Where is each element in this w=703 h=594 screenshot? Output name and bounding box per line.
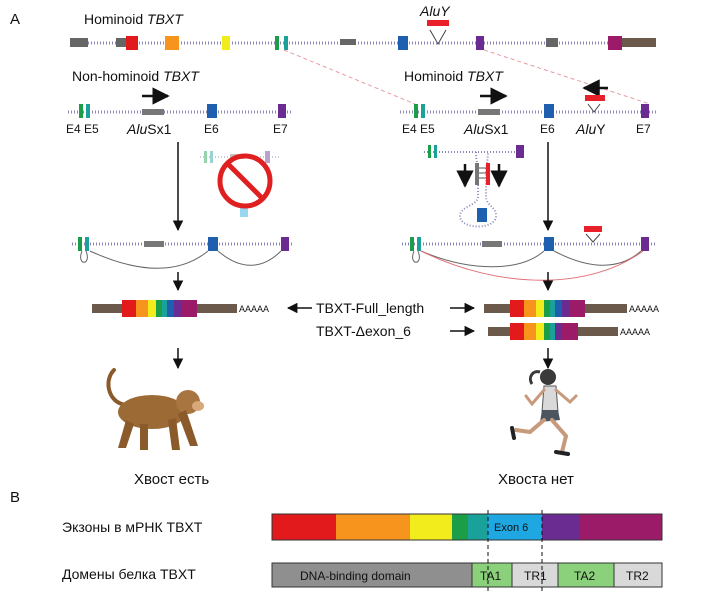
left-e6-label: E6 [204,122,219,136]
top-gene-track [70,36,656,50]
exon-bar [271,513,663,541]
domains-row-label: Домены белка TBXT [62,566,196,582]
monkey-illustration [106,368,204,450]
panel-a-label: A [10,11,20,28]
runner-illustration [510,369,578,456]
right-mrna-full [484,300,627,317]
panel-b-label: B [10,489,20,506]
right-e7-label: E7 [636,122,651,136]
outcome-left: Хвост есть [134,471,209,488]
domain-tr2: TR2 [626,569,649,583]
aluy-top-label: AluY [419,3,451,19]
left-gene-track [68,104,292,118]
right-e6-label: E6 [540,122,555,136]
left-e5-label: E5 [84,122,99,136]
prohibition-icon [217,153,273,209]
alu-pairing-hairpin [424,145,526,228]
right-gene-track [400,104,656,118]
left-e4-label: E4 [66,122,81,136]
domain-bar [271,562,663,588]
aluy-top-marker [427,20,449,26]
left-alusx1-label: AluSx1 [126,121,172,137]
right-title: Hominoid TBXT [404,68,504,84]
aluy-insertion-right [587,103,601,113]
left-polya: AAAAA [239,304,269,314]
exons-row-label: Экзоны в мРНК TBXT [62,519,203,535]
isoform-full-label: TBXT-Full_length [316,300,424,316]
left-mrna-full [92,300,237,317]
right-mrna-delta-exon6 [488,323,618,340]
right-e5-label: E5 [420,122,435,136]
right-alusx1-label: AluSx1 [463,121,509,137]
right-polya-delta: AAAAA [620,327,650,337]
outcome-right: Хвоста нет [498,471,574,488]
domain-tr1: TR1 [524,569,547,583]
aluy-marker-right [585,95,605,101]
isoform-delta-label: TBXT-Δexon_6 [316,323,411,339]
left-title: Non-hominoid TBXT [72,68,200,84]
zoom-line-right [483,49,651,105]
zoom-line-left [283,49,416,105]
left-e7-label: E7 [273,122,288,136]
right-aluy-label: AluY [575,121,606,137]
left-splicing-track [72,237,292,269]
aluy-top-insertion [429,29,447,46]
domain-ta1: TA1 [480,569,501,583]
right-splicing-track [402,226,656,281]
right-polya-full: AAAAA [629,304,659,314]
domain-dna-binding: DNA-binding domain [300,569,411,583]
right-e4-label: E4 [402,122,417,136]
domain-ta2: TA2 [574,569,595,583]
top-title: Hominoid TBXT [84,11,184,27]
exon6-label: Exon 6 [494,522,528,534]
exon6-segment [488,514,542,540]
